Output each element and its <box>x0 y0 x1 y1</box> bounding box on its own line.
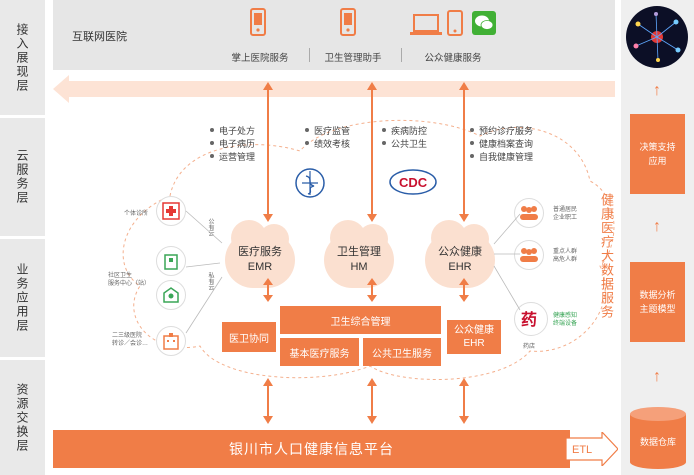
internet-hospital-title: 互联网医院 <box>72 31 127 43</box>
platform-bar: 银川市人口健康信息平台 <box>53 430 570 468</box>
label-community: 社区卫生服务中心（站） <box>108 273 151 287</box>
cloud-node-hm: 卫生管理 HM <box>324 220 394 288</box>
people-icon <box>514 198 544 228</box>
etl-arrow <box>566 432 618 466</box>
bullet-group-2: 医疗监管 绩效考核 <box>305 125 350 151</box>
arrow-vertical <box>263 378 273 424</box>
layer-access: 接入展现层 <box>0 0 45 115</box>
medicine-icon: 药 <box>514 302 548 336</box>
box-public-health: 公共卫生服务 <box>363 338 441 366</box>
arrow-vertical <box>263 82 273 222</box>
label-private-cloud: 私有云 <box>207 272 213 290</box>
arrow-vertical <box>459 378 469 424</box>
service-mobile-hospital: 掌上医院服务 <box>231 53 289 64</box>
label-clinic: 个体诊所 <box>124 211 149 217</box>
wide-arrow <box>53 75 615 103</box>
label-public-cloud: 公有云 <box>207 218 213 236</box>
connector-lines <box>185 210 223 334</box>
layer-cloud: 云服务层 <box>0 118 45 236</box>
access-band <box>53 0 615 70</box>
etl-label: ETL <box>572 444 593 456</box>
cloud-node-emr: 医疗服务 EMR <box>225 220 295 288</box>
hospital-icon <box>156 280 186 310</box>
up-arrow-icon: ↑ <box>653 82 661 99</box>
service-health-assistant: 卫生管理助手 <box>324 53 382 64</box>
label-key-groups: 重点人群高危人群 <box>553 249 578 263</box>
arrow-vertical <box>459 278 469 302</box>
data-network-icon <box>626 6 688 68</box>
label-pharmacy: 药店 <box>523 344 536 350</box>
box-basic-medical: 基本医疗服务 <box>280 338 359 366</box>
bullet-group-1: 电子处方 电子病历 运营管理 <box>210 125 255 164</box>
cloud-node-ehr: 公众健康 EHR <box>425 220 495 288</box>
divider <box>309 48 310 62</box>
service-public-health: 公众健康服务 <box>424 53 482 64</box>
label-residents: 普通居民企业职工 <box>553 207 578 221</box>
hospital-icon <box>156 246 186 276</box>
divider <box>401 48 402 62</box>
box-coop: 医卫协同 <box>222 322 276 352</box>
computer-icon <box>410 14 442 35</box>
up-arrow-icon: ↑ <box>653 218 661 235</box>
label-devices: 健康感知终端设备 <box>553 313 578 327</box>
box-integrated: 卫生综合管理 <box>280 306 441 334</box>
arrow-vertical <box>263 278 273 302</box>
box-data-analysis: 数据分析主题模型 <box>630 262 685 342</box>
warehouse-label: 数据仓库 <box>639 437 676 447</box>
layer-business: 业务应用层 <box>0 239 45 357</box>
hospital-icon <box>156 326 186 356</box>
box-decision-support: 决策支持应用 <box>630 114 685 194</box>
cdc-logo-icon: CDC <box>389 169 437 195</box>
arrow-vertical <box>367 378 377 424</box>
who-logo-icon <box>295 168 325 198</box>
arrow-vertical <box>367 82 377 222</box>
up-arrow-icon: ↑ <box>653 368 661 385</box>
svg-text:CDC: CDC <box>399 175 428 190</box>
phone-icon <box>250 8 266 36</box>
side-title: 健康医疗大数据服务 <box>599 193 614 319</box>
arrow-vertical <box>459 82 469 222</box>
right-column <box>621 0 694 475</box>
people-icon <box>514 240 544 270</box>
cloud-outline <box>122 119 615 381</box>
bullet-group-4: 预约诊疗服务 健康档案查询 自我健康管理 <box>470 125 533 164</box>
svg-text:药: 药 <box>521 310 537 329</box>
database-icon <box>630 407 686 469</box>
wechat-icon <box>472 11 496 35</box>
connector-lines <box>493 213 521 311</box>
phone-icon <box>340 8 356 36</box>
layer-exchange: 资源交换层 <box>0 360 45 475</box>
bullet-group-3: 疾病防控 公共卫生 <box>382 125 427 151</box>
label-hospital: 二三级医院转诊／会诊… <box>112 333 149 347</box>
hospital-icon <box>156 196 186 226</box>
tablet-icon <box>447 10 463 36</box>
arrow-vertical <box>367 278 377 302</box>
